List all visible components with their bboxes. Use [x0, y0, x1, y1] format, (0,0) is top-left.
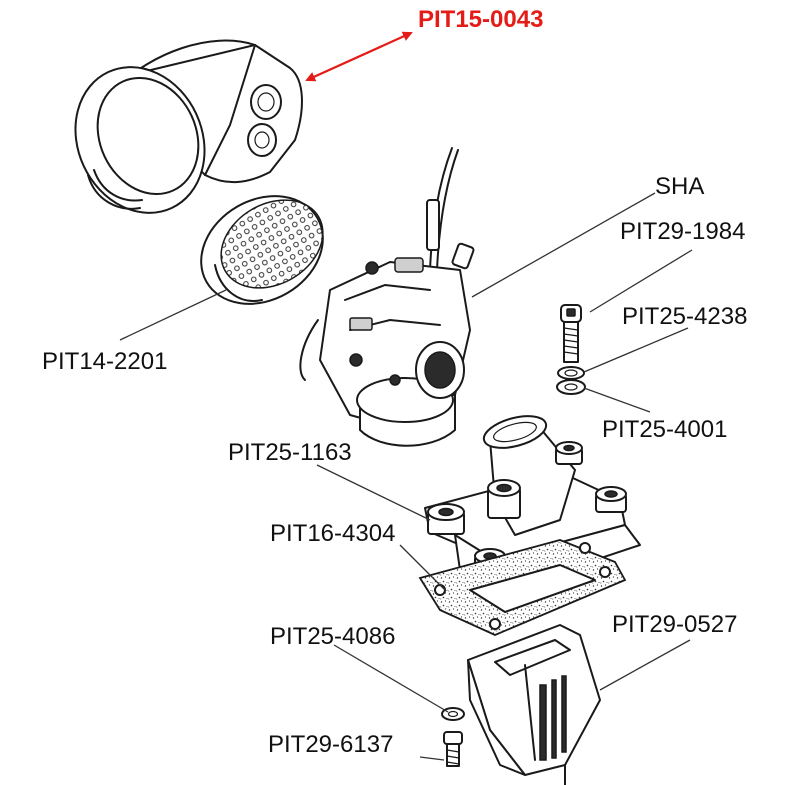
washer-upper: [557, 366, 585, 380]
spacer-sleeve: [427, 503, 465, 535]
carb-screw: [560, 304, 582, 363]
label-washer-lower: PIT25-4001: [602, 416, 728, 443]
label-air-filter-housing: PIT15-0043: [418, 6, 544, 33]
label-carburetor: SHA: [655, 173, 705, 200]
label-gasket: PIT16-4304: [270, 520, 396, 547]
small-screw: [443, 731, 463, 767]
filter-element: [200, 195, 324, 305]
carburetor: [299, 147, 475, 447]
leader-lines: [119, 31, 693, 761]
label-spacer: PIT25-1163: [228, 439, 352, 466]
highlight-arrow: [305, 31, 413, 82]
label-carb-screw: PIT29-1984: [620, 218, 746, 245]
label-small-screw: PIT29-6137: [268, 731, 394, 758]
gasket: [418, 539, 627, 636]
label-filter-element: PIT14-2201: [42, 348, 168, 375]
reed-block: [467, 624, 601, 785]
air-filter-housing: [74, 39, 303, 214]
label-reed-block: PIT29-0527: [612, 611, 738, 638]
label-washer-upper: PIT25-4238: [622, 303, 748, 330]
housing-mount-holes: [247, 84, 282, 157]
washer-lower: [556, 379, 586, 395]
label-small-washer: PIT25-4086: [270, 623, 396, 650]
